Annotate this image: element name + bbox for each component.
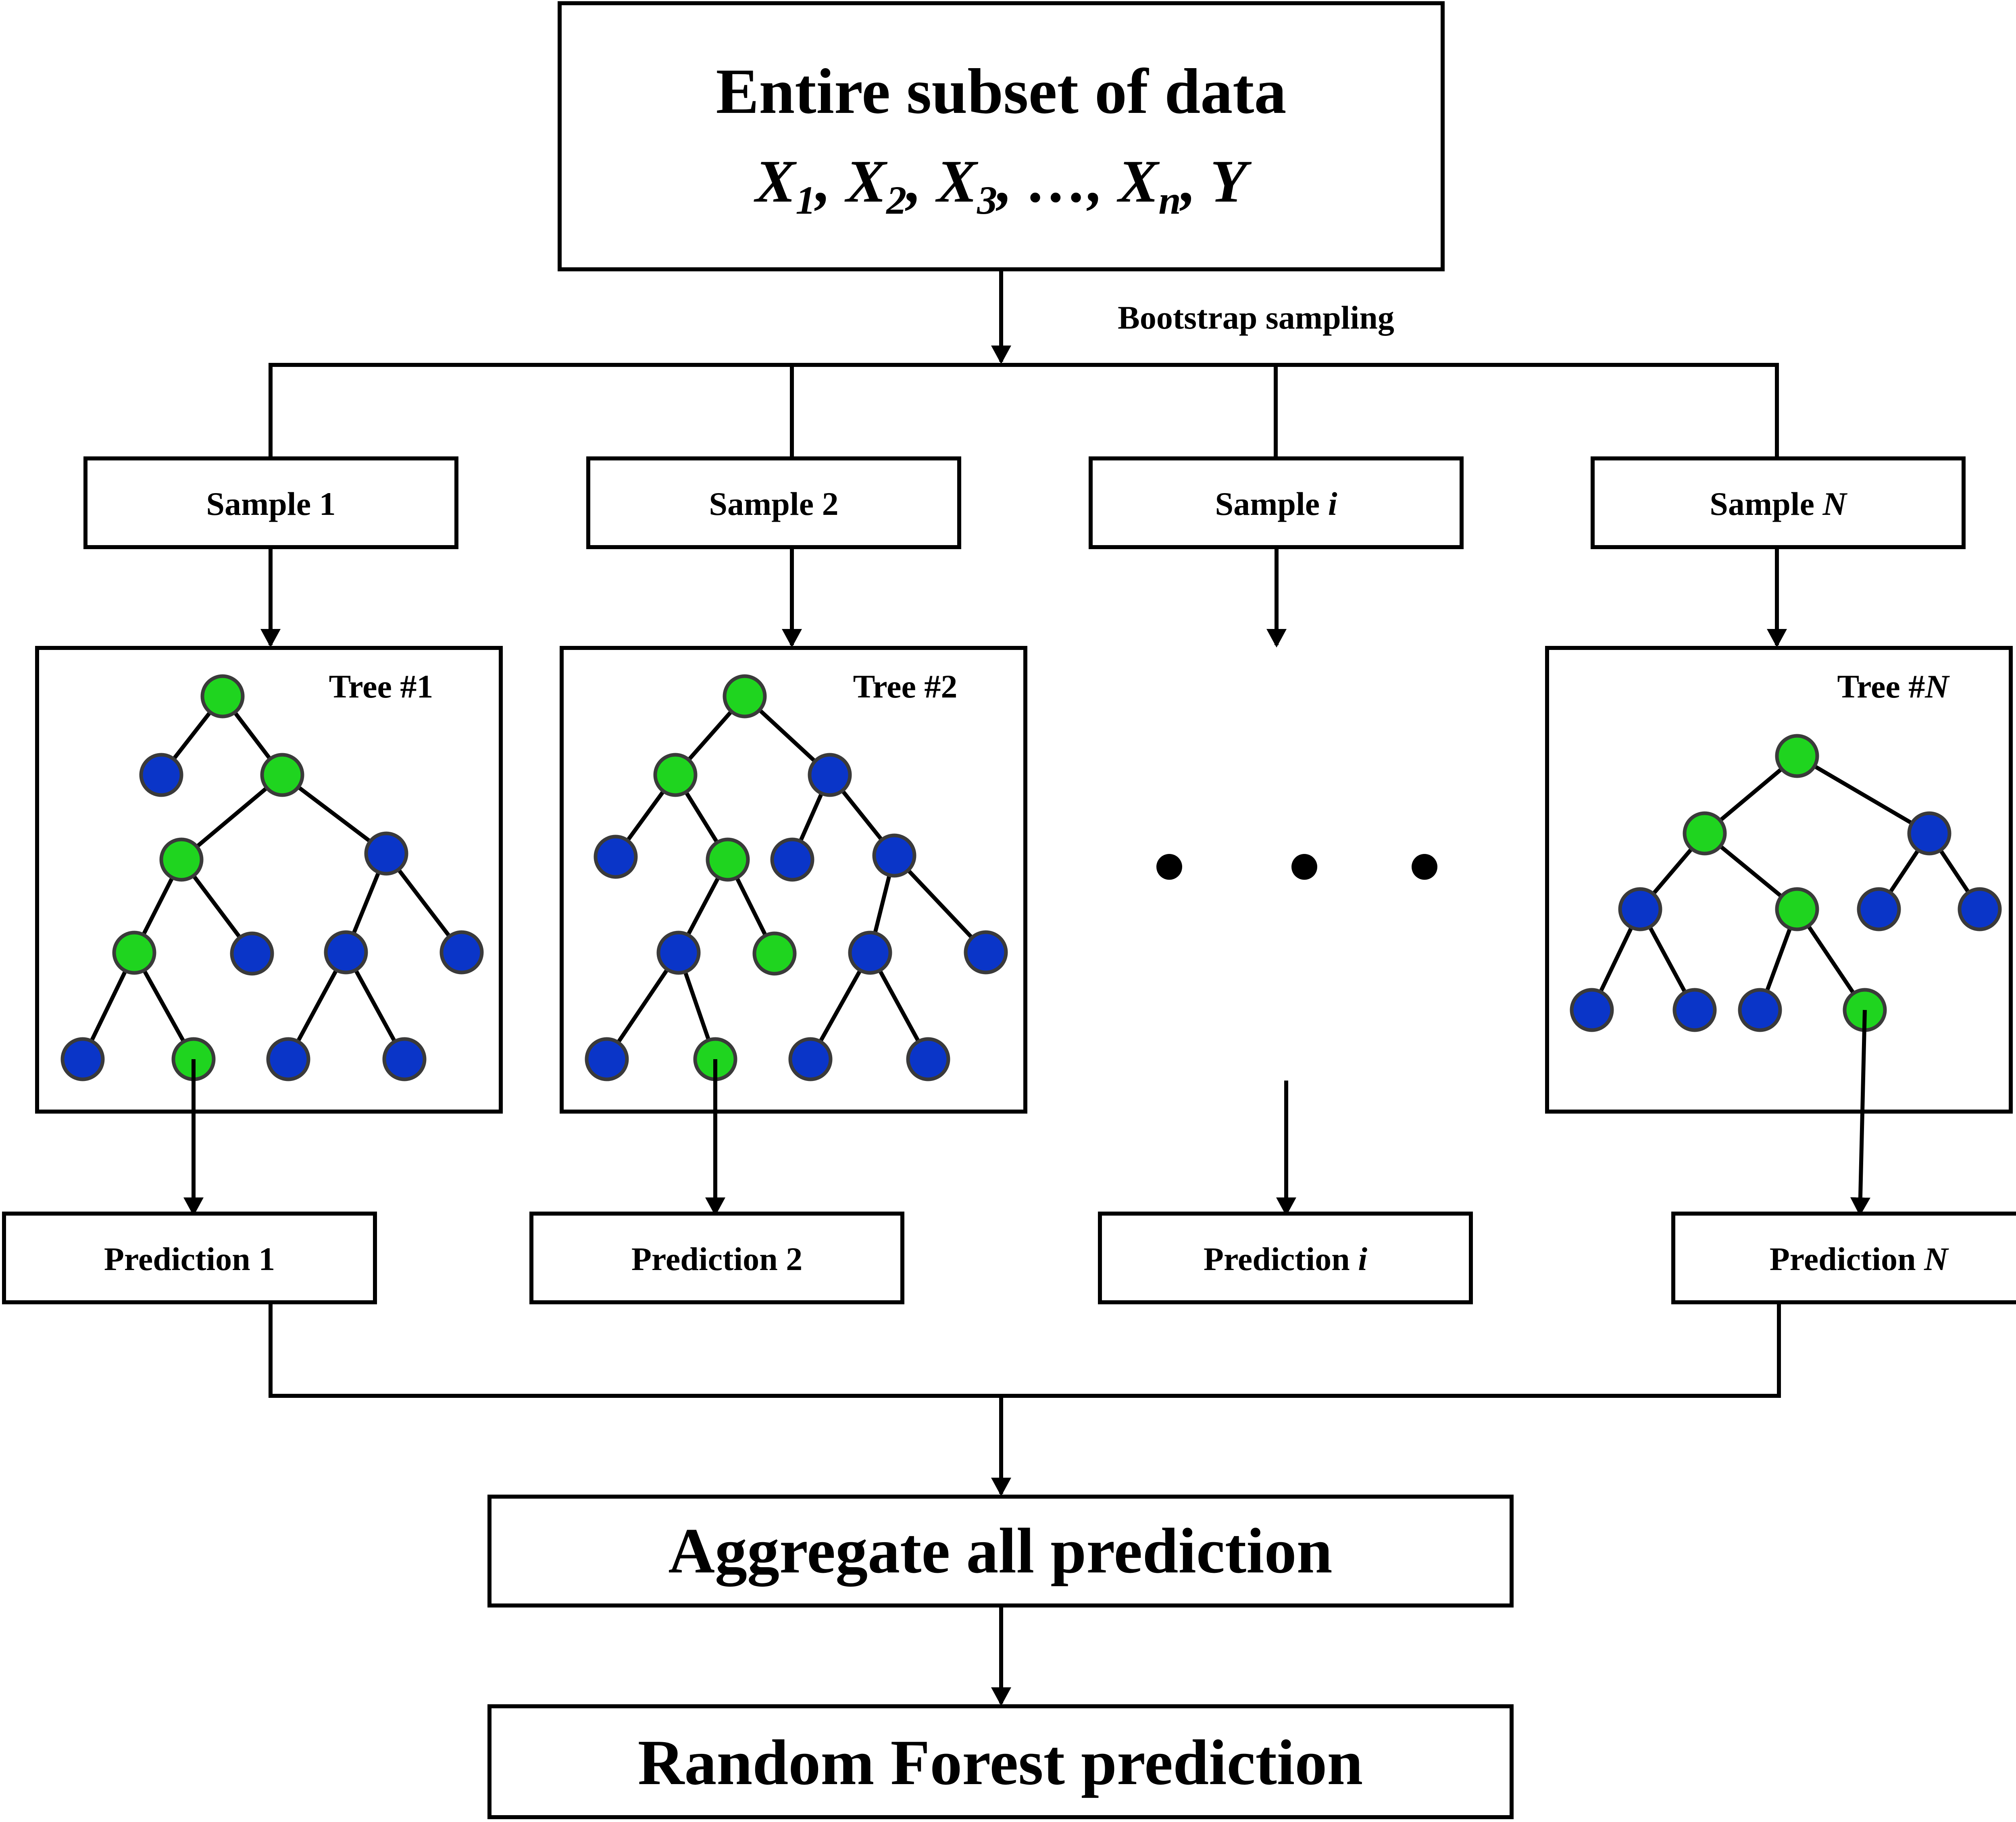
tree-node-green bbox=[653, 753, 698, 797]
tree-node-green bbox=[260, 753, 304, 797]
tree-node-blue bbox=[1907, 811, 1951, 856]
prediction-2-box bbox=[529, 1212, 904, 1304]
tree-node-blue bbox=[1738, 988, 1782, 1032]
sample-1-box bbox=[83, 456, 458, 549]
sample-1-label: Sample 1 bbox=[206, 485, 335, 522]
tree-node-green bbox=[1775, 734, 1819, 778]
final-prediction-label: Random Forest prediction bbox=[638, 1726, 1363, 1798]
data-subset-title: Entire subset of data bbox=[716, 55, 1287, 127]
tree-node-blue bbox=[872, 833, 916, 878]
ellipsis-dot bbox=[1412, 854, 1437, 880]
tree-node-blue bbox=[1857, 887, 1901, 931]
tree-node-blue bbox=[656, 931, 701, 975]
tree-edge bbox=[893, 854, 987, 954]
tree-edge bbox=[1796, 754, 1931, 835]
sample-i-box bbox=[1089, 456, 1464, 549]
tree-node-blue bbox=[906, 1037, 950, 1081]
ellipsis-dot bbox=[1291, 854, 1317, 880]
tree-node-blue bbox=[594, 835, 638, 879]
tree-node-blue bbox=[1672, 988, 1717, 1032]
tree-node-green bbox=[112, 931, 156, 975]
sample-i-label: Sample i bbox=[1215, 485, 1337, 522]
tree-node-green bbox=[706, 837, 750, 882]
tree-node-blue bbox=[230, 931, 274, 976]
tree-node-blue bbox=[1570, 988, 1614, 1032]
sample-2-label: Sample 2 bbox=[709, 485, 838, 522]
sample-n-label: Sample N bbox=[1710, 485, 1847, 522]
prediction-n-label: Prediction N bbox=[1770, 1241, 1949, 1277]
tree-node-blue bbox=[1618, 887, 1662, 931]
final-prediction-box bbox=[487, 1704, 1514, 1819]
prediction-1-box bbox=[2, 1212, 377, 1304]
tree-node-blue bbox=[324, 930, 368, 975]
tree-node-blue bbox=[382, 1037, 427, 1081]
prediction-2-label: Prediction 2 bbox=[631, 1241, 802, 1277]
tree-n-graph bbox=[1570, 734, 2002, 1032]
sample-2-box bbox=[586, 456, 961, 549]
data-subset-box bbox=[558, 1, 1445, 271]
bootstrap-sampling-label: Bootstrap sampling bbox=[1118, 299, 1394, 336]
tree-node-blue bbox=[364, 831, 408, 876]
tree-1-graph bbox=[60, 674, 484, 1081]
tree-node-blue bbox=[439, 930, 484, 975]
tree-node-blue bbox=[770, 837, 814, 882]
tree-node-green bbox=[159, 837, 204, 882]
aggregate-box bbox=[487, 1495, 1514, 1608]
tree-n-box bbox=[1545, 646, 2013, 1114]
prediction-i-label: Prediction i bbox=[1204, 1241, 1367, 1277]
tree-node-green bbox=[1683, 811, 1727, 856]
tree-n-label: Tree #N bbox=[1837, 668, 1950, 705]
aggregate-label: Aggregate all prediction bbox=[668, 1515, 1332, 1587]
tree-node-green bbox=[1775, 887, 1819, 931]
tree-1-label: Tree #1 bbox=[329, 668, 433, 705]
tree-node-blue bbox=[848, 931, 892, 975]
tree-node-blue bbox=[964, 930, 1008, 975]
prediction-1-label: Prediction 1 bbox=[104, 1241, 275, 1277]
tree-node-blue bbox=[60, 1037, 105, 1081]
tree-node-green bbox=[752, 931, 797, 976]
tree-1-box bbox=[35, 646, 503, 1114]
tree-node-blue bbox=[1958, 887, 2002, 931]
tree-2-label: Tree #2 bbox=[853, 668, 958, 705]
tree-node-green bbox=[723, 674, 767, 718]
tree-node-green bbox=[200, 674, 245, 718]
prediction-i-box bbox=[1098, 1212, 1473, 1304]
tree-node-blue bbox=[139, 753, 183, 797]
ellipsis-dot bbox=[1156, 854, 1182, 880]
tree-node-blue bbox=[788, 1037, 833, 1081]
tree-node-blue bbox=[808, 753, 852, 797]
prediction-n-box bbox=[1671, 1212, 2016, 1304]
tree-node-blue bbox=[585, 1037, 629, 1081]
data-subset-variables: X1, X2, X3, …, Xn, Y bbox=[754, 148, 1252, 223]
tree-node-blue bbox=[266, 1037, 310, 1081]
tree-n-to-prediction-arrow bbox=[1850, 1010, 1870, 1216]
